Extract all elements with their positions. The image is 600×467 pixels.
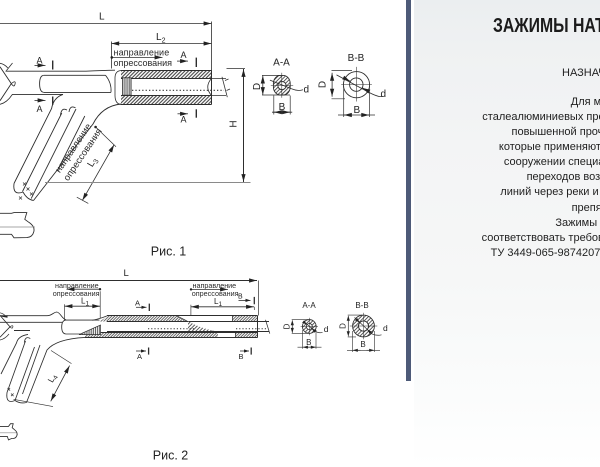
svg-text:Рис. 1: Рис. 1 xyxy=(151,245,187,259)
svg-text:A: A xyxy=(37,104,43,114)
svg-text:B: B xyxy=(353,105,360,116)
svg-text:A: A xyxy=(37,56,43,66)
svg-text:L1: L1 xyxy=(81,297,89,308)
svg-text:A: A xyxy=(181,50,187,60)
svg-text:опрессования: опрессования xyxy=(114,58,173,68)
svg-text:H: H xyxy=(229,120,240,127)
svg-text:d: d xyxy=(304,84,310,95)
svg-text:L: L xyxy=(99,12,105,23)
svg-text:направление: направление xyxy=(114,47,170,57)
svg-text:D: D xyxy=(252,83,263,90)
svg-text:L1: L1 xyxy=(214,297,222,308)
svg-text:A: A xyxy=(137,352,142,361)
svg-text:направление: направление xyxy=(55,281,99,290)
svg-text:A: A xyxy=(135,299,140,308)
svg-text:опрессования: опрессования xyxy=(53,289,100,298)
svg-text:d: d xyxy=(383,323,388,333)
svg-text:B: B xyxy=(306,338,311,347)
svg-text:L: L xyxy=(124,268,129,279)
svg-text:D: D xyxy=(283,323,292,329)
svg-text:опрессования: опрессования xyxy=(192,289,239,298)
svg-text:d: d xyxy=(324,324,329,334)
svg-text:B: B xyxy=(239,352,244,361)
svg-text:D: D xyxy=(339,323,348,329)
svg-text:A-A: A-A xyxy=(273,57,290,68)
svg-text:Рис. 2: Рис. 2 xyxy=(153,448,189,462)
svg-text:A: A xyxy=(181,115,187,125)
svg-text:L4: L4 xyxy=(45,372,60,385)
svg-text:B: B xyxy=(279,102,286,113)
svg-text:L2: L2 xyxy=(156,32,166,45)
svg-text:B: B xyxy=(238,294,243,301)
svg-text:B-B: B-B xyxy=(355,301,368,310)
svg-text:направление: направление xyxy=(193,281,237,290)
svg-text:d: d xyxy=(381,89,387,100)
svg-text:D: D xyxy=(318,81,329,88)
svg-text:B: B xyxy=(360,340,365,349)
svg-text:B-B: B-B xyxy=(348,53,365,64)
svg-text:A-A: A-A xyxy=(302,301,316,310)
svg-text:L3: L3 xyxy=(85,155,100,169)
